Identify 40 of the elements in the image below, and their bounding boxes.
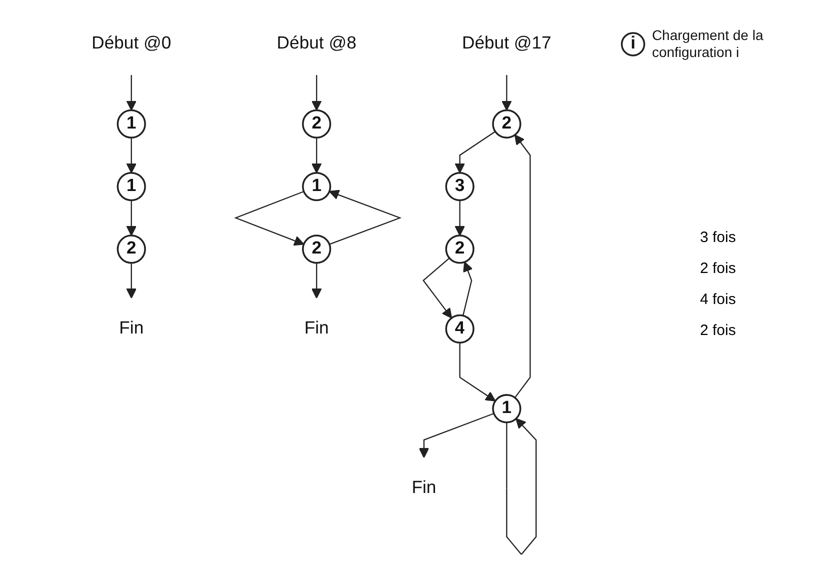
- arrow: [126, 138, 136, 174]
- arrow: [328, 190, 402, 245]
- arrow: [422, 258, 452, 318]
- node-circle: 2: [302, 109, 331, 139]
- arrow: [311, 138, 322, 174]
- arrow: [311, 262, 322, 299]
- arrow: [311, 75, 322, 111]
- node-circle: 4: [444, 314, 474, 344]
- node-text: Début @0: [91, 33, 171, 54]
- node-circle: 1: [116, 109, 146, 139]
- arrow: [418, 412, 494, 458]
- node-text: Début @8: [276, 33, 356, 54]
- node-circle: 1: [492, 394, 521, 424]
- arrow: [462, 262, 472, 316]
- repeat-count-label: 2 fois: [700, 260, 736, 277]
- arrow: [454, 131, 496, 174]
- node-circle: 1: [302, 172, 331, 202]
- node-text: Début @17: [462, 33, 552, 54]
- repeat-count-label: 2 fois: [700, 322, 736, 339]
- node-circle: 2: [116, 234, 146, 264]
- arrow: [501, 75, 512, 111]
- node-circle: 2: [444, 234, 474, 264]
- legend-note: Chargement de la configuration i: [652, 27, 764, 62]
- node-text: Fin: [411, 478, 436, 498]
- repeat-count-label: 3 fois: [700, 229, 736, 246]
- arrow: [126, 75, 136, 111]
- arrow: [454, 200, 465, 236]
- arrow: [514, 134, 530, 398]
- repeat-count-label: 4 fois: [700, 291, 736, 308]
- node-circle: 2: [302, 234, 331, 264]
- node-circle: 1: [116, 172, 146, 202]
- node-text: Fin: [118, 318, 144, 338]
- arrow: [458, 342, 496, 402]
- node-text: Fin: [304, 318, 328, 338]
- arrow: [234, 190, 304, 246]
- node-circle: 2: [492, 109, 521, 139]
- node-circle: 3: [444, 172, 474, 202]
- arrow: [126, 200, 136, 236]
- node-circle: i: [620, 32, 645, 56]
- arrow: [126, 262, 136, 299]
